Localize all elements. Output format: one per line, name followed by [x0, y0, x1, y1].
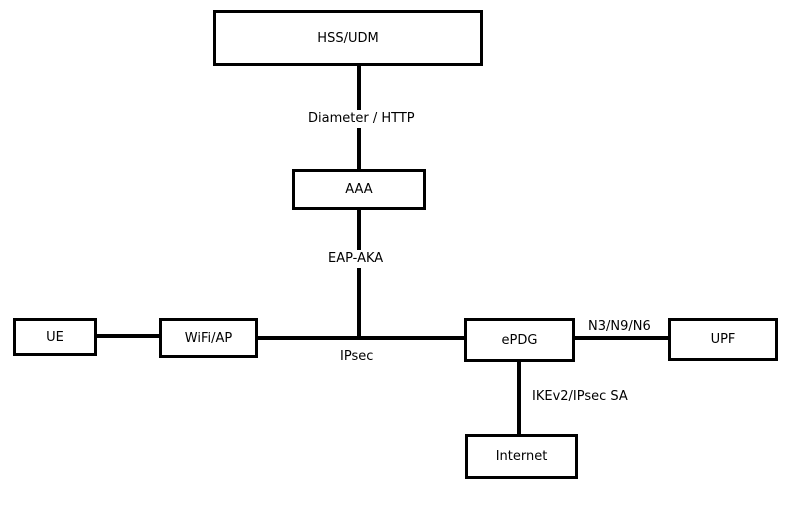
node-upf: UPF: [668, 318, 778, 361]
edge-label-ipsec: IPsec: [338, 348, 376, 366]
node-ue: UE: [13, 318, 97, 356]
node-hss-udm: HSS/UDM: [213, 10, 483, 66]
node-wifi-ap-label: WiFi/AP: [184, 330, 233, 346]
edge-label-hss-aaa: Diameter / HTTP: [306, 110, 417, 128]
edge-label-eap-aka: EAP-AKA: [326, 250, 386, 268]
edge-label-n3-n9-n6: N3/N9/N6: [586, 318, 653, 336]
node-ue-label: UE: [46, 329, 64, 345]
node-epdg-label: ePDG: [501, 332, 538, 348]
node-aaa-label: AAA: [345, 182, 373, 197]
node-internet-label: Internet: [495, 449, 548, 464]
node-hss-udm-label: HSS/UDM: [317, 30, 379, 46]
node-wifi-ap: WiFi/AP: [159, 318, 258, 358]
node-internet: Internet: [465, 434, 578, 479]
node-upf-label: UPF: [710, 332, 736, 347]
node-epdg: ePDG: [464, 318, 575, 362]
node-aaa: AAA: [292, 169, 426, 210]
edge-label-ikev2-ipsec-sa: IKEv2/IPsec SA: [530, 388, 630, 406]
